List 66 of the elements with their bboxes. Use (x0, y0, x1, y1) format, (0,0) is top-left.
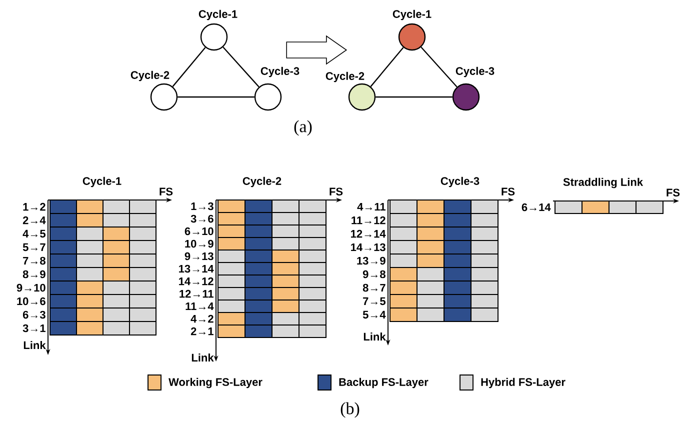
row-label: 13→14 (179, 264, 214, 273)
row-label: 1→2 (23, 202, 46, 211)
row-label: 4→11 (357, 202, 386, 211)
axis-label: FS (160, 188, 173, 196)
row-label: 11→12 (352, 216, 386, 224)
row-label: 14→12 (179, 277, 214, 286)
connector-line (222, 46, 260, 88)
connector-line (178, 96, 254, 98)
row-label: 8→7 (362, 284, 386, 292)
cycle-circle (348, 83, 376, 111)
row-label: 6→3 (22, 310, 46, 319)
cycle-circle (150, 83, 178, 111)
row-label: 6→14 (522, 203, 551, 212)
row-label: 6→10 (184, 227, 214, 236)
row-label: 4→2 (190, 314, 214, 323)
row-label: 4→5 (22, 230, 46, 238)
cycle-label: Cycle-2 (130, 70, 170, 82)
cycle-label: Cycle-1 (198, 10, 238, 20)
axis-label: Link (364, 332, 386, 340)
axis-label: FS (330, 188, 343, 196)
row-label: 8→9 (22, 270, 46, 278)
legend-label: Backup FS-Layer (339, 378, 428, 388)
row-label: 13→9 (357, 256, 386, 265)
connector-line (370, 47, 404, 87)
connector-line (172, 47, 206, 87)
cycle-circle (254, 83, 282, 111)
cycle-label: Cycle-1 (392, 10, 432, 20)
grid-title: Straddling Link (563, 178, 644, 188)
cycle-label: Cycle-3 (456, 66, 494, 78)
row-label: 7→8 (23, 256, 46, 265)
row-label: 11→4 (186, 302, 214, 310)
row-label: 5→4 (362, 310, 386, 319)
row-label: 14→13 (351, 243, 386, 252)
row-label: 9→13 (184, 252, 214, 260)
axis-label: FS (666, 188, 680, 196)
cycle-circle (200, 23, 228, 51)
row-label: 2→4 (22, 216, 46, 224)
row-label: 10→6 (17, 297, 46, 306)
axis-label: Link (192, 354, 214, 362)
row-label: 2→1 (190, 327, 214, 336)
row-label: 7→5 (363, 297, 386, 306)
grid-title: Cycle-3 (440, 176, 480, 188)
row-label: 3→1 (22, 324, 46, 332)
axis-label: FS (502, 188, 515, 196)
connector-line (420, 46, 458, 88)
connector-line (376, 96, 452, 98)
legend-label: Hybrid FS-Layer (481, 378, 566, 388)
grid-title: Cycle-2 (242, 176, 282, 188)
panel-label: (a) (294, 120, 312, 136)
cycle-circle (452, 83, 480, 111)
row-label: 9→10 (16, 284, 46, 292)
row-label: 9→8 (362, 270, 386, 278)
axis-label: Link (24, 341, 46, 349)
cycle-label: Cycle-2 (326, 72, 364, 82)
row-label: 12→14 (351, 230, 386, 238)
panel-label: (b) (340, 402, 360, 418)
row-label: 12→11 (180, 290, 214, 298)
cycle-circle (398, 23, 426, 51)
transform-arrow (286, 35, 348, 65)
row-label: 1→3 (191, 202, 214, 210)
row-label: 5→7 (22, 243, 46, 252)
row-label: 10→9 (185, 240, 214, 248)
legend-label: Working FS-Layer (168, 378, 262, 388)
grid-title: Cycle-1 (82, 176, 122, 188)
row-label: 3→6 (190, 214, 214, 223)
cycle-label: Cycle-3 (260, 66, 300, 78)
